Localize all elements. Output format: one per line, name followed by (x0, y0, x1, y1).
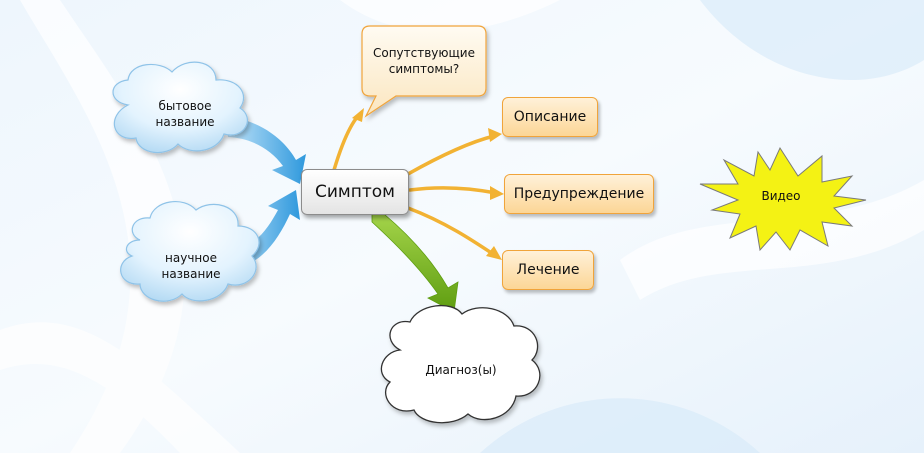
branch-treatment[interactable]: Лечение (502, 250, 594, 290)
orange-connectors (332, 114, 498, 258)
cloud-scientific-name[interactable] (120, 201, 260, 302)
arrow-central-to-warning (408, 186, 498, 195)
arrow-central-to-description (406, 134, 496, 176)
cloud-diagnosis-label: Диагноз(ы) (425, 363, 497, 377)
cloud-common-name[interactable] (112, 61, 249, 154)
callout-label: Сопутствующие симптомы? (372, 46, 475, 76)
cloud-scientific-name-label: научное название (161, 251, 221, 281)
arrow-central-to-treatment (406, 206, 498, 258)
cloud-common-name-label: бытовое название (155, 99, 215, 129)
branch-warning[interactable]: Предупреждение (504, 174, 654, 214)
background-swirls-blue (480, 0, 924, 453)
cloud-diagnosis[interactable] (380, 304, 541, 424)
branch-description[interactable]: Описание (502, 97, 598, 137)
starburst-label: Видео (761, 189, 801, 203)
starburst-video[interactable] (699, 146, 867, 252)
callout-bubble[interactable] (361, 25, 487, 118)
central-node[interactable]: Симптом (301, 169, 409, 215)
arrow-common-to-central (228, 117, 306, 184)
orange-arrowheads (352, 108, 504, 260)
